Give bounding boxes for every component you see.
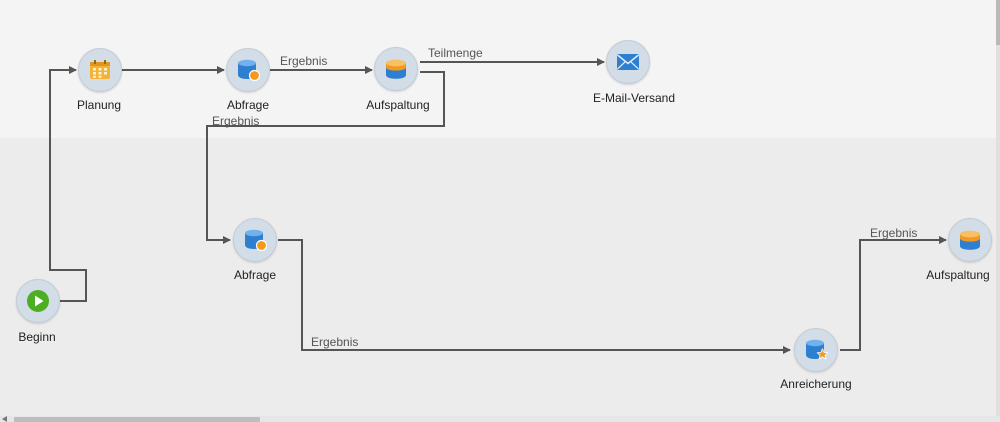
- node-label-aufspaltung-2: Aufspaltung: [926, 268, 990, 282]
- node-label-abfrage-1: Abfrage: [226, 98, 270, 112]
- envelope-icon: [616, 54, 640, 70]
- node-label-email-versand: E-Mail-Versand: [592, 91, 676, 105]
- node-abfrage-2[interactable]: [233, 218, 277, 262]
- scroll-left-arrow-icon[interactable]: [2, 416, 7, 422]
- horizontal-scrollbar[interactable]: [0, 416, 1000, 422]
- link-aufspaltung-abfrage2: [206, 71, 445, 244]
- database-split-icon: [960, 230, 980, 250]
- node-label-anreicherung: Anreicherung: [780, 377, 852, 391]
- node-label-beginn: Beginn: [18, 330, 56, 344]
- link-beginn-planung: [49, 66, 87, 302]
- node-email-versand[interactable]: [606, 40, 650, 84]
- edge-label-aufspaltung-result: Ergebnis: [212, 114, 260, 128]
- edge-label-anreicherung-result: Ergebnis: [870, 226, 918, 240]
- node-label-aufspaltung-1: Aufspaltung: [366, 98, 430, 112]
- node-label-abfrage-2: Abfrage: [233, 268, 277, 282]
- link-abfrage2-anreicherung: [278, 239, 791, 354]
- node-aufspaltung-2[interactable]: [948, 218, 992, 262]
- vertical-scrollbar[interactable]: [996, 0, 1000, 416]
- calendar-icon: [90, 60, 110, 79]
- vertical-scrollbar-thumb[interactable]: [996, 0, 1000, 45]
- node-aufspaltung-1[interactable]: [374, 47, 418, 91]
- node-planung[interactable]: [78, 48, 122, 92]
- play-icon: [27, 290, 49, 312]
- edge-label-abfrage2-result: Ergebnis: [311, 335, 359, 349]
- edge-label-teilmenge: Teilmenge: [428, 46, 483, 60]
- link-anreicherung-aufspaltung2: [840, 236, 947, 351]
- database-enrich-icon: [806, 339, 829, 360]
- node-anreicherung[interactable]: [794, 328, 838, 372]
- database-split-icon: [386, 59, 406, 79]
- database-query-icon: [245, 229, 268, 252]
- node-beginn[interactable]: [16, 279, 60, 323]
- node-label-planung: Planung: [76, 98, 122, 112]
- database-query-icon: [238, 59, 261, 82]
- horizontal-scrollbar-thumb[interactable]: [14, 417, 260, 422]
- node-abfrage-1[interactable]: [226, 48, 270, 92]
- edge-label-planung-abfrage: Ergebnis: [280, 54, 328, 68]
- canvas-band-bottom: [0, 138, 996, 416]
